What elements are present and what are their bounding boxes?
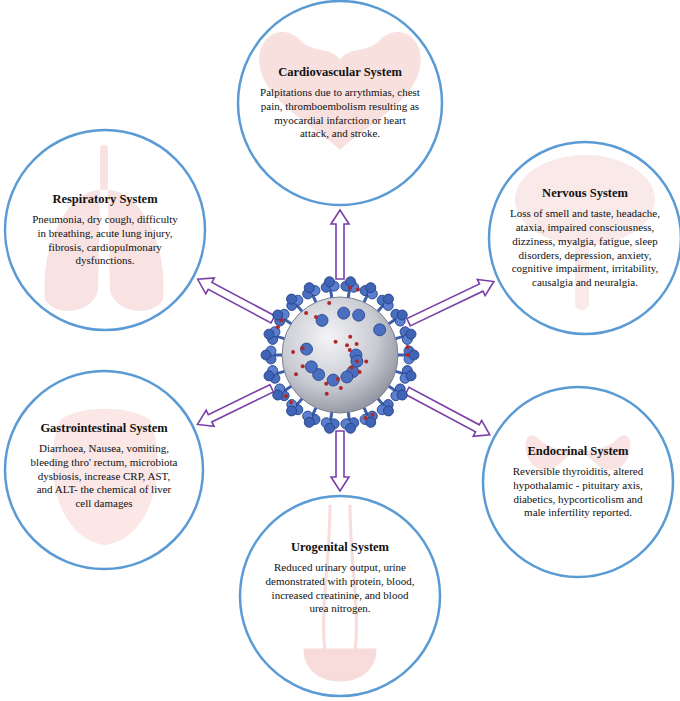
circle-text: Cardiovascular SystemPalpitations due to… bbox=[260, 65, 420, 141]
virus-illustration bbox=[261, 276, 419, 435]
hollow-arrow bbox=[405, 387, 490, 436]
spike-protein bbox=[320, 276, 341, 299]
system-heading: Cardiovascular System bbox=[260, 65, 420, 80]
symptom-list: Loss of smell and taste, headache, ataxi… bbox=[510, 207, 660, 290]
hollow-arrow bbox=[331, 431, 349, 491]
membrane-protein bbox=[289, 400, 293, 404]
membrane-protein bbox=[339, 386, 343, 390]
spike-protein bbox=[299, 279, 324, 306]
system-circle: Nervous SystemLoss of smell and taste, h… bbox=[487, 140, 680, 336]
circle-text: Urogenital SystemReduced urinary output,… bbox=[265, 540, 415, 616]
spike-protein bbox=[338, 307, 350, 319]
membrane-protein bbox=[294, 372, 298, 376]
spike-protein bbox=[393, 324, 418, 347]
spike-protein bbox=[393, 363, 418, 386]
circle-text: Respiratory SystemPneumonia, dry cough, … bbox=[30, 192, 180, 268]
membrane-protein bbox=[280, 318, 284, 322]
system-heading: Nervous System bbox=[510, 186, 660, 201]
membrane-protein bbox=[371, 413, 375, 417]
system-circle: Endocrinal SystemReversible thyroiditis,… bbox=[481, 385, 675, 579]
spike-protein bbox=[356, 404, 381, 431]
membrane-protein bbox=[348, 286, 352, 290]
membrane-protein bbox=[348, 335, 352, 339]
circle-text: Endocrinal SystemReversible thyroiditis,… bbox=[503, 444, 653, 520]
membrane-protein bbox=[276, 325, 280, 329]
circle-text: Gastrointestinal SystemDiarrhoea, Nausea… bbox=[29, 421, 179, 511]
spike-protein bbox=[353, 309, 365, 321]
spike-protein bbox=[261, 346, 282, 364]
heart-sketch bbox=[259, 32, 420, 150]
membrane-protein bbox=[348, 348, 352, 352]
system-heading: Endocrinal System bbox=[503, 444, 653, 459]
membrane-protein bbox=[364, 359, 368, 363]
membrane-protein bbox=[358, 370, 362, 374]
symptom-list: Reversible thyroiditis, altered hypothal… bbox=[503, 465, 653, 520]
hollow-arrow bbox=[331, 210, 349, 279]
membrane-protein bbox=[284, 394, 288, 398]
membrane-protein bbox=[406, 345, 410, 349]
symptom-list: Pneumonia, dry cough, difficulty in brea… bbox=[30, 213, 180, 268]
symptom-list: Reduced urinary output, urine demonstrat… bbox=[265, 561, 415, 616]
symptom-list: Palpitations due to arrythmias, chest pa… bbox=[260, 86, 420, 141]
membrane-protein bbox=[336, 377, 340, 381]
spike-protein bbox=[262, 363, 287, 386]
virus-body bbox=[282, 297, 398, 413]
spike-protein bbox=[305, 361, 317, 373]
spike-protein bbox=[327, 374, 339, 386]
system-circle: Cardiovascular SystemPalpitations due to… bbox=[236, 0, 444, 207]
spike-protein bbox=[262, 324, 287, 347]
symptom-list: Diarrhoea, Nausea, vomiting, bleeding th… bbox=[29, 442, 179, 511]
membrane-protein bbox=[334, 340, 338, 344]
membrane-protein bbox=[355, 342, 359, 346]
spike-protein bbox=[351, 355, 363, 367]
membrane-protein bbox=[355, 359, 359, 363]
membrane-protein bbox=[327, 301, 331, 305]
system-heading: Urogenital System bbox=[265, 540, 415, 555]
spike-protein bbox=[339, 276, 360, 299]
membrane-protein bbox=[304, 311, 308, 315]
membrane-protein bbox=[363, 416, 367, 420]
spike-protein bbox=[341, 371, 353, 383]
system-circle: Respiratory SystemPneumonia, dry cough, … bbox=[3, 128, 207, 332]
spike-protein bbox=[281, 393, 308, 421]
membrane-protein bbox=[301, 364, 305, 368]
membrane-protein bbox=[349, 366, 353, 370]
membrane-protein bbox=[314, 315, 318, 319]
membrane-protein bbox=[406, 353, 410, 357]
spike-protein bbox=[374, 324, 386, 336]
membrane-protein bbox=[301, 346, 305, 350]
membrane-protein bbox=[324, 382, 328, 386]
spike-protein bbox=[320, 411, 341, 434]
membrane-protein bbox=[325, 392, 329, 396]
membrane-protein bbox=[291, 350, 295, 354]
spike-protein bbox=[301, 343, 313, 355]
system-circle: Urogenital SystemReduced urinary output,… bbox=[238, 494, 442, 698]
spike-protein bbox=[339, 411, 360, 434]
membrane-protein bbox=[345, 343, 349, 347]
hollow-arrow bbox=[197, 385, 273, 427]
hollow-arrow bbox=[407, 279, 494, 325]
spike-protein bbox=[398, 346, 419, 364]
circle-text: Nervous SystemLoss of smell and taste, h… bbox=[510, 186, 660, 290]
membrane-protein bbox=[356, 287, 360, 291]
system-circle: Gastrointestinal SystemDiarrhoea, Nausea… bbox=[3, 369, 205, 571]
hollow-arrow bbox=[198, 278, 275, 323]
system-heading: Gastrointestinal System bbox=[29, 421, 179, 436]
system-heading: Respiratory System bbox=[30, 192, 180, 207]
